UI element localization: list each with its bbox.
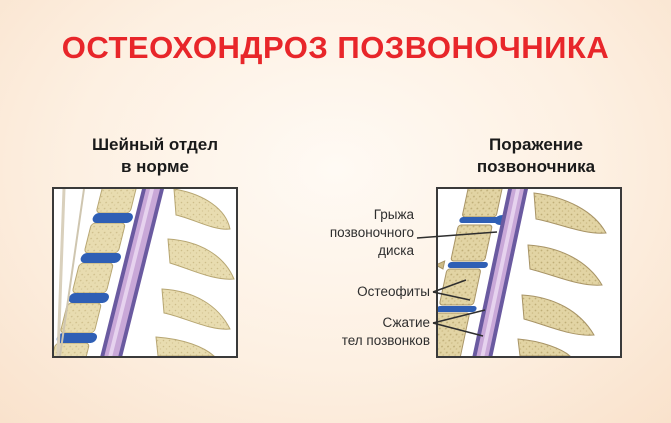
compression-label-line2: тел позвонков — [341, 333, 430, 348]
hernia-label-line3: диска — [378, 243, 414, 258]
hernia-label-line2: позвоночного — [329, 225, 414, 240]
damaged-caption-line1: Поражение — [489, 135, 583, 154]
normal-spine-panel — [52, 187, 238, 358]
damaged-spine-panel — [436, 187, 622, 358]
normal-caption-line2: в норме — [120, 157, 190, 176]
osteophytes-label-text: Остеофиты — [357, 284, 430, 299]
damaged-spine-illustration — [438, 189, 607, 356]
normal-spine-illustration — [54, 189, 235, 356]
damaged-caption-line2: позвоночника — [476, 157, 596, 176]
hernia-label: Грыжа позвоночного диска — [274, 206, 414, 260]
osteophytes-label: Остеофиты — [280, 283, 430, 301]
damaged-caption: Поражение позвоночника — [436, 134, 636, 178]
normal-caption-line1: Шейный отдел — [91, 135, 219, 154]
normal-caption: Шейный отдел в норме — [55, 134, 255, 178]
hernia-label-line1: Грыжа — [373, 207, 414, 222]
compression-label: Сжатие тел позвонков — [280, 314, 430, 350]
compression-label-line1: Сжатие — [382, 315, 430, 330]
page-title: ОСТЕОХОНДРОЗ ПОЗВОНОЧНИКА — [61, 30, 610, 65]
